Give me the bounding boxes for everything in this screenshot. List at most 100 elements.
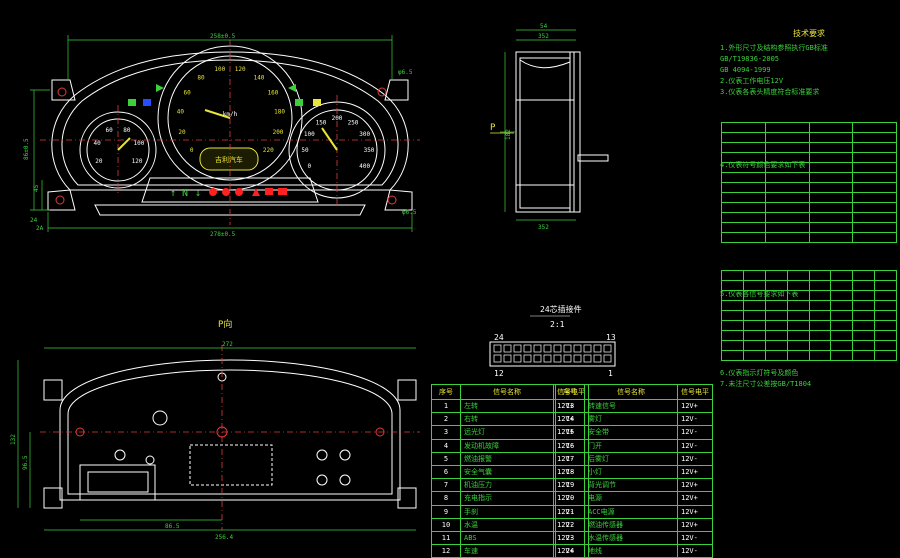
dim-front-bottom: 278±0.5 [210,231,236,238]
gauge-tick-label: 50 [301,147,309,154]
connector-pin [543,354,552,363]
pin-24: 24 [494,333,504,342]
gauge-tick-label: 40 [177,109,185,116]
gauge-tick-label: 20 [178,129,186,136]
gauge-tick-label: 0 [190,147,194,154]
pin-cell-v: 12V+ [677,478,713,493]
connector-pins [493,344,612,363]
pin-cell-name: 远光灯 [460,425,554,440]
front-dimensions [30,35,413,232]
pin-cell-no: 14 [555,412,585,427]
oil-icon [209,188,217,196]
pin-cell-no: 17 [555,451,585,466]
pin-cell-name: 机油压力 [460,478,554,493]
dim-front-h4: 2A [36,225,44,232]
col-name: 信号名称 [460,384,554,400]
col-name: 信号名称 [584,384,678,400]
connector-pin [593,344,602,353]
pin-cell-name: 转速信号 [584,398,678,414]
pin-cell-name: 安全气囊 [460,464,554,480]
gauge-tick-label: 0 [307,163,311,170]
pin-cell-name: 右转 [460,412,554,427]
pin-cell-v: 12V- [677,530,713,546]
dim-hole-top: φ6.5 [398,69,413,76]
turn-left-icon [156,84,164,92]
gauge-tick-label: 200 [273,129,284,136]
col-no: 序号 [555,384,585,400]
pin-cell-no: 21 [555,504,585,519]
pin-cell-no: 1 [431,398,461,414]
pin-cell-no: 2 [431,412,461,427]
gauge-needles [117,109,338,151]
battery-icon [235,188,243,196]
fog-icon [295,99,303,106]
gauge-tick-label: 20 [95,158,103,165]
pin-cell-v: 12V- [677,451,713,466]
rear-dims [17,347,416,531]
connector-pin [503,354,512,363]
pin-cell-name: 小灯 [584,464,678,480]
gauge-tick-label: 40 [93,140,101,147]
pin-cell-no: 9 [431,504,461,519]
pin-cell-name: 充电指示 [460,491,554,506]
connector-pin [503,344,512,353]
pin-cell-name: 门开 [584,438,678,453]
pin-cell-no: 16 [555,438,585,453]
gauge-tick-label: 350 [364,147,375,154]
brake-icon [222,188,230,196]
rear-fog-icon [313,99,321,106]
pin-cell-no: 5 [431,451,461,466]
connector-pin [593,354,602,363]
telltale-row: ↑ N ↓ [170,188,287,199]
dim-rear-h2: 96.5 [22,455,29,470]
pin-cell-name: 左转 [460,398,554,414]
pin-cell-no: 11 [431,530,461,546]
pin-cell-v: 12V- [677,544,713,558]
gauge-tick-label: 300 [359,131,370,138]
col-level: 信号电平 [677,384,713,400]
dim-side-top2: 352 [538,33,549,40]
gauge-tick-label: 250 [348,119,359,126]
lcd-text: 吉利汽车 [215,155,243,164]
pin-cell-no: 19 [555,478,585,493]
col-no: 序号 [431,384,461,400]
dim-rear-height: 132 [10,434,17,445]
pin-cell-v: 12V+ [677,398,713,414]
note-line: GB 4094-1999 [720,66,771,74]
dim-rear-width: 272 [222,341,233,348]
connector-pin [563,344,572,353]
connector-pin [533,354,542,363]
dim-side-height: 182 [505,129,512,140]
pin-cell-no: 4 [431,438,461,453]
connector-pin [513,344,522,353]
connector-pin [583,344,592,353]
note-line: 3.仪表各表头精度符合标准要求 [720,88,820,96]
pin-cell-name: 后雾灯 [584,451,678,466]
pin-cell-no: 23 [555,530,585,546]
p-view-label: P向 [218,318,232,330]
pin-cell-name: 车速 [460,544,554,558]
arrow-down-icon: ↓ [195,188,201,199]
pin-cell-name: 雾灯 [584,412,678,427]
pin-cell-no: 6 [431,464,461,480]
connector-pin [563,354,572,363]
dim-rear-bottom: 256.4 [215,534,233,541]
p-arrow-label: P [490,123,496,133]
connector-pin [513,354,522,363]
pin-cell-name: ACC电源 [584,504,678,519]
pin-cell-v: 12V- [677,425,713,440]
notes-title: 技术要求 [793,29,825,38]
gauge-tick-label: 100 [214,66,225,73]
pin-cell-v: 12V+ [677,491,713,506]
connector-pin [543,344,552,353]
connector-pin [523,344,532,353]
